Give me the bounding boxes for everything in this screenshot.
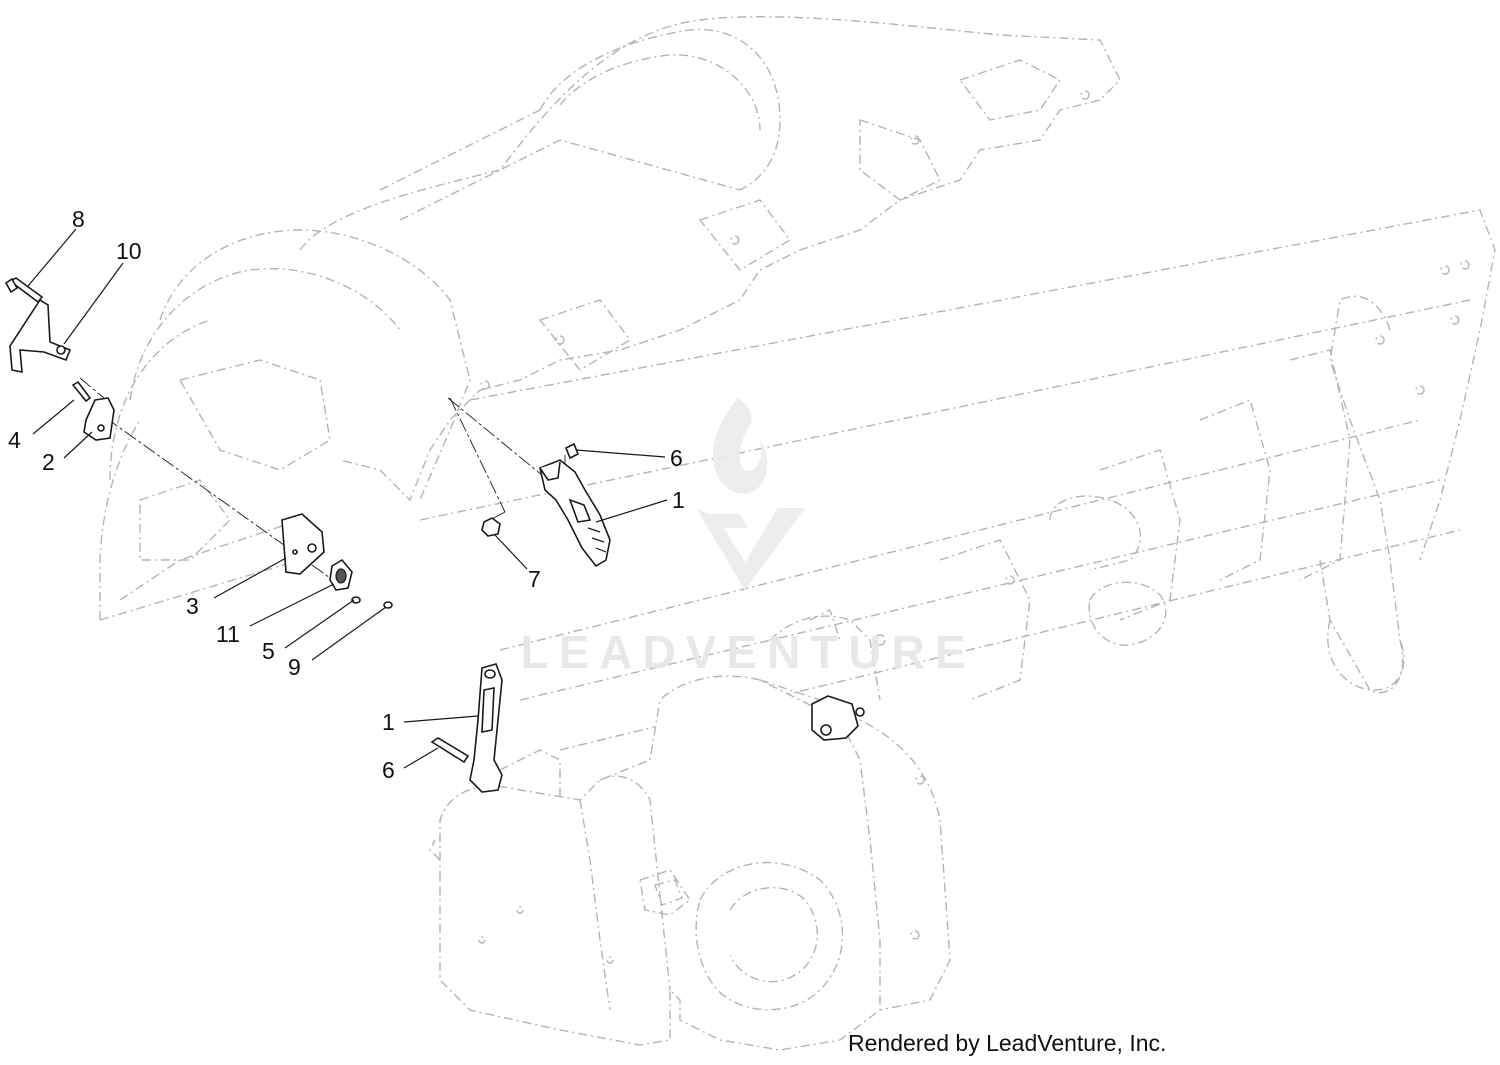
callout-1-upper: 1 — [672, 487, 685, 513]
callout-10: 10 — [116, 238, 142, 264]
callout-1-lower: 1 — [382, 709, 395, 735]
callout-5: 5 — [262, 638, 275, 664]
part-7-nut — [481, 517, 501, 537]
part-11-bushing — [329, 558, 353, 591]
part-1-latch-lower — [469, 663, 503, 793]
callout-labels: 8 10 4 2 3 11 5 9 7 6 1 1 6 — [8, 206, 685, 783]
part-10-bracket — [9, 298, 72, 373]
callout-6-upper: 6 — [670, 445, 683, 471]
part-4-screw — [71, 380, 92, 403]
part-6-bolt-lower — [430, 737, 470, 764]
leadventure-watermark: LEADVENTURE — [520, 398, 975, 678]
part-3-mounting-plate — [281, 513, 325, 575]
part-2-angle-bracket — [83, 397, 115, 441]
latch-striker — [811, 695, 865, 741]
part-8-bolt — [4, 277, 44, 304]
watermark-text: LEADVENTURE — [520, 626, 975, 678]
callout-2: 2 — [42, 449, 55, 475]
callout-7: 7 — [528, 566, 541, 592]
part-1-latch-upper — [539, 459, 611, 568]
callout-4: 4 — [8, 427, 21, 453]
callout-8: 8 — [72, 206, 85, 232]
part-9-ring — [383, 601, 393, 609]
machine-ghost-outline — [99, 16, 1496, 1051]
callout-6-lower: 6 — [382, 757, 395, 783]
part-5-washer — [351, 596, 361, 604]
part-6-bolt-upper — [564, 442, 580, 460]
callout-3: 3 — [186, 593, 199, 619]
leader-lines — [27, 228, 668, 769]
credit-text: Rendered by LeadVenture, Inc. — [848, 1030, 1167, 1056]
callout-11: 11 — [216, 621, 240, 647]
callout-9: 9 — [288, 654, 301, 680]
